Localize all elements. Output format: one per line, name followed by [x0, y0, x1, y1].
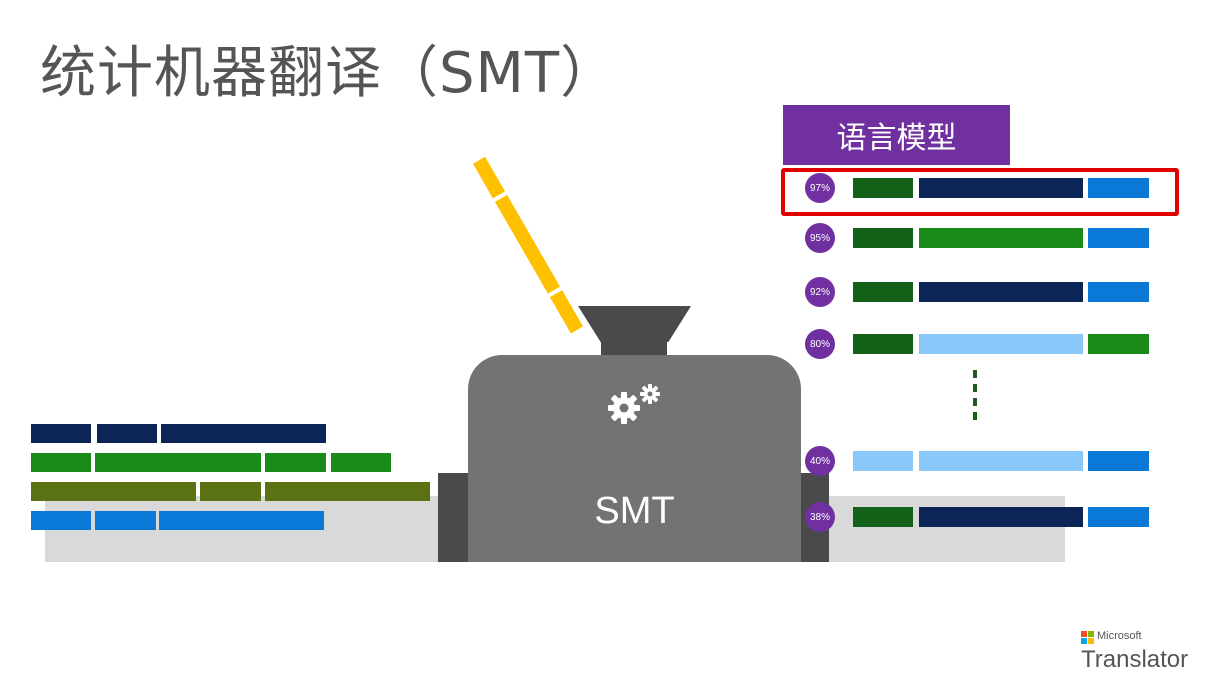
input-word-block: [265, 482, 430, 501]
candidate-word-block: [1088, 451, 1149, 471]
candidate-word-block: [1088, 228, 1149, 248]
candidate-score-badge: 92%: [805, 277, 835, 307]
candidate-word-block: [853, 282, 913, 302]
input-word-block: [161, 424, 326, 443]
candidate-score-badge: 95%: [805, 223, 835, 253]
candidate-word-block: [919, 178, 1083, 198]
candidate-score-badge: 80%: [805, 329, 835, 359]
candidate-word-block: [1088, 178, 1149, 198]
candidate-score-badge: 38%: [805, 502, 835, 532]
candidate-word-block: [853, 451, 913, 471]
candidate-score-badge: 97%: [805, 173, 835, 203]
candidate-word-block: [1088, 282, 1149, 302]
input-word-block: [159, 511, 324, 530]
input-word-block: [31, 511, 91, 530]
smt-machine: [468, 355, 801, 562]
candidate-word-block: [853, 178, 913, 198]
machine-funnel: [578, 306, 691, 342]
candidate-word-block: [919, 228, 1083, 248]
candidate-word-block: [919, 334, 1083, 354]
brand-company: Microsoft: [1097, 630, 1142, 642]
candidate-word-block: [853, 507, 913, 527]
candidate-score-badge: 40%: [805, 446, 835, 476]
conveyor-post-left: [438, 473, 468, 562]
best-candidate-highlight: [781, 168, 1179, 216]
input-word-block: [31, 453, 91, 472]
smt-label: SMT: [594, 490, 675, 532]
microsoft-logo-icon: [1081, 631, 1094, 644]
input-word-block: [31, 424, 91, 443]
candidate-word-block: [853, 228, 913, 248]
brand-product: Translator: [1081, 646, 1189, 673]
candidate-word-block: [1088, 507, 1149, 527]
input-word-block: [265, 453, 326, 472]
candidate-word-block: [919, 282, 1083, 302]
candidate-word-block: [919, 451, 1083, 471]
input-word-block: [331, 453, 391, 472]
candidate-word-block: [1088, 334, 1149, 354]
language-model-header: 语言模型: [783, 105, 1010, 165]
candidate-word-block: [919, 507, 1083, 527]
slide-title: 统计机器翻译（SMT）: [40, 41, 618, 106]
input-word-block: [97, 424, 157, 443]
input-word-block: [31, 482, 196, 501]
candidate-word-block: [853, 334, 913, 354]
input-word-block: [200, 482, 261, 501]
pencil-icon: [472, 156, 584, 334]
input-word-block: [95, 453, 261, 472]
more-candidates-ellipsis: [973, 370, 977, 424]
input-word-block: [95, 511, 156, 530]
gears-icon: [608, 384, 660, 424]
